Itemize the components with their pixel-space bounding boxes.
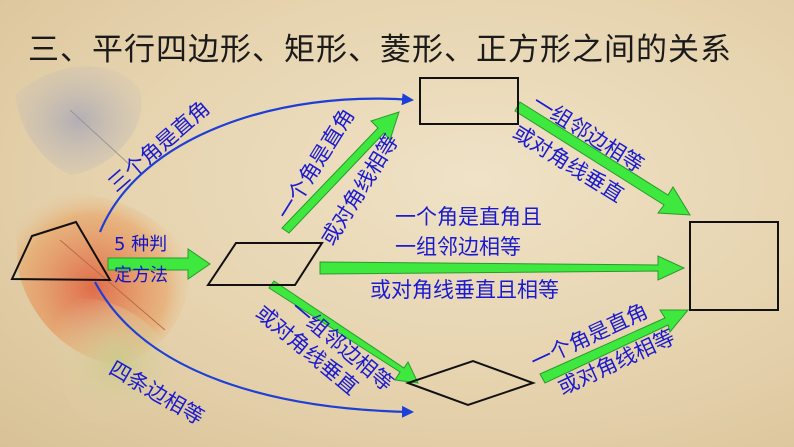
page-title: 三、平行四边形、矩形、菱形、正方形之间的关系 — [28, 32, 732, 68]
rectangle-shape — [419, 77, 519, 125]
label-para-to-square-2: 一组邻边相等 — [395, 235, 521, 259]
curve-arrow-to-rhombus — [94, 281, 414, 418]
square-shape — [689, 221, 779, 311]
label-five-methods-2: 定方法 — [114, 265, 168, 286]
arrow-rhombus-to-square — [539, 309, 690, 384]
label-five-methods-1: 5 种判 — [114, 234, 168, 255]
parallelogram-shape — [206, 242, 324, 286]
label-para-to-square-3: 或对角线垂直且相等 — [370, 278, 559, 302]
quadrilateral-shape — [10, 220, 112, 282]
label-para-to-square-1: 一个角是直角且 — [395, 205, 542, 229]
rhombus-shape — [404, 359, 537, 407]
arrow-rectangle-to-square — [514, 101, 691, 216]
background-leaves — [15, 66, 189, 423]
arrow-parallelogram-to-square — [319, 255, 686, 281]
arrow-parallelogram-to-rectangle — [281, 111, 400, 234]
curve-arrow-to-rectangle — [98, 93, 414, 233]
arrow-parallelogram-to-rhombus — [268, 280, 419, 384]
arrow-quad-to-parallelogram — [107, 248, 211, 280]
